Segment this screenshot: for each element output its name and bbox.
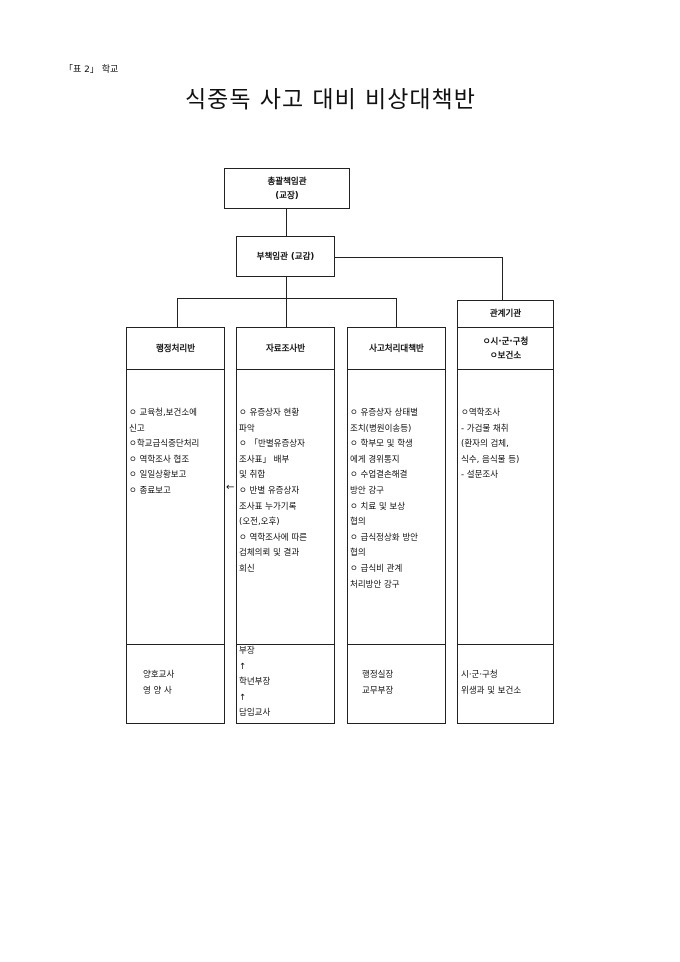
footer-line: 시·군·구청 (461, 670, 498, 680)
connector-related-vertical (502, 257, 503, 300)
connector-vice-right (335, 257, 502, 258)
body-line: 방안 강구 (350, 485, 384, 496)
body-line: 조사표 누가기록 (239, 501, 297, 512)
column-header-label: ㅇ시·군·구청 (482, 336, 529, 347)
related-agencies-label: 관계기관 (489, 309, 522, 319)
body-line: 및 취합 (239, 470, 266, 481)
left-arrow-icon: ← (226, 482, 235, 493)
connector-col1 (177, 298, 178, 327)
body-line: ㅇ 급식정상화 방안 (350, 532, 418, 543)
body-line: 검체의뢰 및 결과 (239, 548, 300, 559)
divider (458, 644, 553, 645)
divider (458, 369, 553, 370)
column-incident-header: 사고처리대책반 (348, 328, 445, 369)
body-line: ㅇ 일일상황보고 (129, 470, 187, 481)
connector-vice-down (286, 277, 287, 298)
column-data-footer: 부장 ↑ 학년부장 ↑ 담임교사 (239, 644, 270, 722)
table-caption: 「표 2」 학교 (64, 65, 119, 75)
body-line: 회신 (239, 563, 255, 574)
column-data-header: 자료조사반 (237, 328, 334, 369)
body-line: 식수, 음식물 등) (461, 454, 520, 465)
column-header-label: 사고처리대책반 (369, 343, 424, 354)
footer-line: ↑ (239, 692, 247, 703)
connector-col2 (286, 298, 287, 327)
footer-line: 교무부장 (362, 685, 394, 696)
body-line: (오전,오후) (239, 517, 280, 528)
body-line: ㅇ 교육청,보건소에 (129, 408, 197, 418)
column-related-body: ㅇ역학조사 - 가검물 채취 (환자의 검체, 식수, 음식물 등) - 설문조… (461, 406, 519, 484)
connector-chair-vice (286, 208, 287, 236)
divider (237, 644, 334, 645)
body-line: ㅇ 유증상자 상태별 (350, 408, 418, 418)
divider (348, 369, 445, 370)
body-line: - 설문조사 (461, 470, 499, 481)
column-header-label: 자료조사반 (265, 343, 306, 354)
column-data: 자료조사반 ㅇ 유증상자 현황 파악 ㅇ 「반별유증상자 조사표」 배부 및 취… (236, 327, 335, 724)
footer-line: 위생과 및 보건소 (461, 685, 522, 696)
footer-line: 학년부장 (239, 677, 271, 688)
body-line: 처리방안 강구 (350, 579, 400, 590)
body-line: 협의 (350, 548, 366, 559)
column-related-footer: 시·군·구청 위생과 및 보건소 (461, 668, 521, 699)
column-admin-body: ㅇ 교육청,보건소에 신고 ㅇ학교급식중단처리 ㅇ 역학조사 협조 ㅇ 일일상황… (129, 406, 199, 500)
divider (127, 644, 224, 645)
body-line: ㅇ 급식비 관계 (350, 563, 403, 574)
body-line: ㅇ 「반별유증상자 (239, 439, 305, 450)
body-line: - 가검물 채취 (461, 423, 509, 434)
column-admin: 행정처리반 ㅇ 교육청,보건소에 신고 ㅇ학교급식중단처리 ㅇ 역학조사 협조 … (126, 327, 225, 724)
connector-col3 (396, 298, 397, 327)
body-line: ㅇ 반별 유증상자 (239, 485, 300, 496)
column-data-body: ㅇ 유증상자 현황 파악 ㅇ 「반별유증상자 조사표」 배부 및 취합 ㅇ 반별… (239, 406, 307, 578)
related-agencies-box: 관계기관 (457, 300, 554, 328)
column-related-header: ㅇ시·군·구청 ㅇ보건소 (458, 328, 553, 369)
column-header-label: ㅇ보건소 (489, 350, 522, 361)
footer-line: 부장 (239, 646, 255, 656)
chairman-title: 총괄책임관 (267, 176, 307, 187)
column-related: ㅇ시·군·구청 ㅇ보건소 ㅇ역학조사 - 가검물 채취 (환자의 검체, 식수,… (457, 327, 554, 724)
footer-line: 양호교사 (143, 670, 175, 680)
footer-line: ↑ (239, 661, 247, 672)
body-line: ㅇ학교급식중단처리 (129, 439, 200, 450)
divider (237, 369, 334, 370)
body-line: 조사표」 배부 (239, 454, 290, 465)
body-line: ㅇ 종료보고 (129, 485, 171, 496)
body-line: ㅇ역학조사 (461, 408, 501, 418)
page-title: 식중독 사고 대비 비상대책반 (185, 87, 476, 113)
divider (348, 644, 445, 645)
body-line: (환자의 검체, (461, 439, 509, 450)
footer-line: 영 양 사 (143, 685, 172, 696)
body-line: ㅇ 역학조사에 따른 (239, 532, 307, 543)
divider (127, 369, 224, 370)
chairman-subtitle: (교장) (275, 190, 299, 201)
body-line: 신고 (129, 423, 145, 434)
body-line: 조치(병원이송등) (350, 423, 412, 434)
body-line: 에게 경위통지 (350, 454, 400, 465)
column-incident-body: ㅇ 유증상자 상태별 조치(병원이송등) ㅇ 학부모 및 학생 에게 경위통지 … (350, 406, 418, 593)
column-incident: 사고처리대책반 ㅇ 유증상자 상태별 조치(병원이송등) ㅇ 학부모 및 학생 … (347, 327, 446, 724)
body-line: ㅇ 유증상자 현황 (239, 408, 300, 418)
column-admin-header: 행정처리반 (127, 328, 224, 369)
vice-chairman-box: 부책임관 (교감) (236, 236, 335, 277)
footer-line: 담임교사 (239, 708, 271, 719)
body-line: 파악 (239, 423, 255, 434)
connector-horizontal-branch (177, 298, 397, 299)
body-line: ㅇ 치료 및 보상 (350, 501, 406, 512)
vice-chairman-label: 부책임관 (교감) (256, 251, 315, 262)
column-admin-footer: 양호교사 영 양 사 (143, 668, 174, 699)
body-line: ㅇ 수업결손해결 (350, 470, 408, 481)
body-line: ㅇ 역학조사 협조 (129, 454, 190, 465)
chairman-box: 총괄책임관 (교장) (224, 168, 350, 209)
body-line: 협의 (350, 517, 366, 528)
column-header-label: 행정처리반 (155, 343, 196, 354)
column-incident-footer: 행정실장 교무부장 (362, 668, 393, 699)
body-line: ㅇ 학부모 및 학생 (350, 439, 413, 450)
footer-line: 행정실장 (362, 670, 394, 680)
